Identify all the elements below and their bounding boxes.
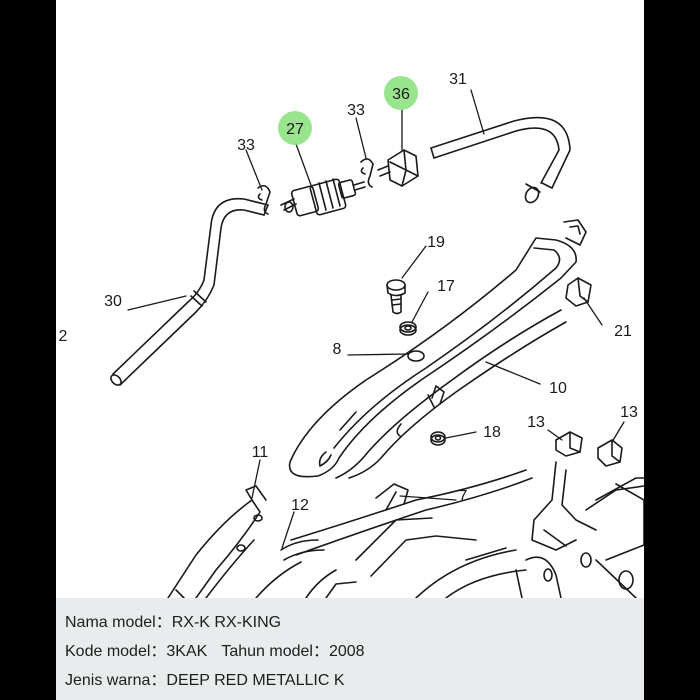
parts-diagram: 27 36 33 33 31 30 19 17 21 8 10 18 13 13… [59,71,644,598]
callout-11: 11 [252,444,269,461]
callout-31: 31 [449,71,467,88]
callout-33-right: 33 [347,102,365,119]
model-year-separator: ： [312,643,329,660]
callout-36: 36 [392,86,410,103]
callout-highlights [278,76,418,145]
model-name-row: Nama model：RX-K RX-KING [65,612,281,634]
color-row: Jenis warna：DEEP RED METALLIC K [65,670,345,692]
callout-10: 10 [549,380,567,397]
callout-18: 18 [483,424,501,441]
model-name-value: RX-K RX-KING [171,614,282,631]
model-code-value: 3KAK [166,643,208,660]
part-11 [167,485,267,598]
nut-18 [430,431,446,446]
callout-33-left: 33 [237,137,255,154]
callout-8: 8 [333,341,342,358]
leader-lines [127,89,625,549]
bracket-13-right [597,439,623,467]
hose-clip-33-left [257,184,271,215]
model-year-label: Tahun model [221,643,313,660]
callout-17: 17 [437,278,455,295]
model-name-label: Nama model [65,614,156,631]
callout-19: 19 [427,234,445,251]
callout-2: 2 [59,328,68,345]
fuel-hose-30 [110,197,269,386]
side-cover-7 [290,469,533,598]
part-12 [255,539,357,598]
bolt-19 [386,279,406,315]
hose-clip-33-right [360,158,374,188]
model-year-value: 2008 [328,643,365,660]
model-code-label: Kode model [65,643,151,660]
bracket-13-left [555,431,583,457]
callout-21: 21 [614,323,632,340]
heat-guard-10 [335,309,567,479]
color-label: Jenis warna [65,672,151,689]
callout-13-right: 13 [620,404,638,421]
callout-27: 27 [286,121,304,138]
model-code-separator: ： [150,643,167,660]
fitting-36 [377,149,419,187]
heat-guard-8 [288,219,587,478]
nut-17 [399,321,417,336]
page-frame: 27 36 33 33 31 30 19 17 21 8 10 18 13 13… [56,0,644,700]
fuel-filter-27 [280,178,366,217]
callout-13-left: 13 [527,414,545,431]
model-name-separator: ： [155,614,172,631]
frame-bracket [515,461,644,598]
fuel-hose-31 [430,116,571,204]
callout-30: 30 [104,293,122,310]
callout-7: 7 [459,488,468,505]
color-value: DEEP RED METALLIC K [166,672,345,689]
color-separator: ： [150,672,167,689]
callout-12: 12 [291,497,309,514]
